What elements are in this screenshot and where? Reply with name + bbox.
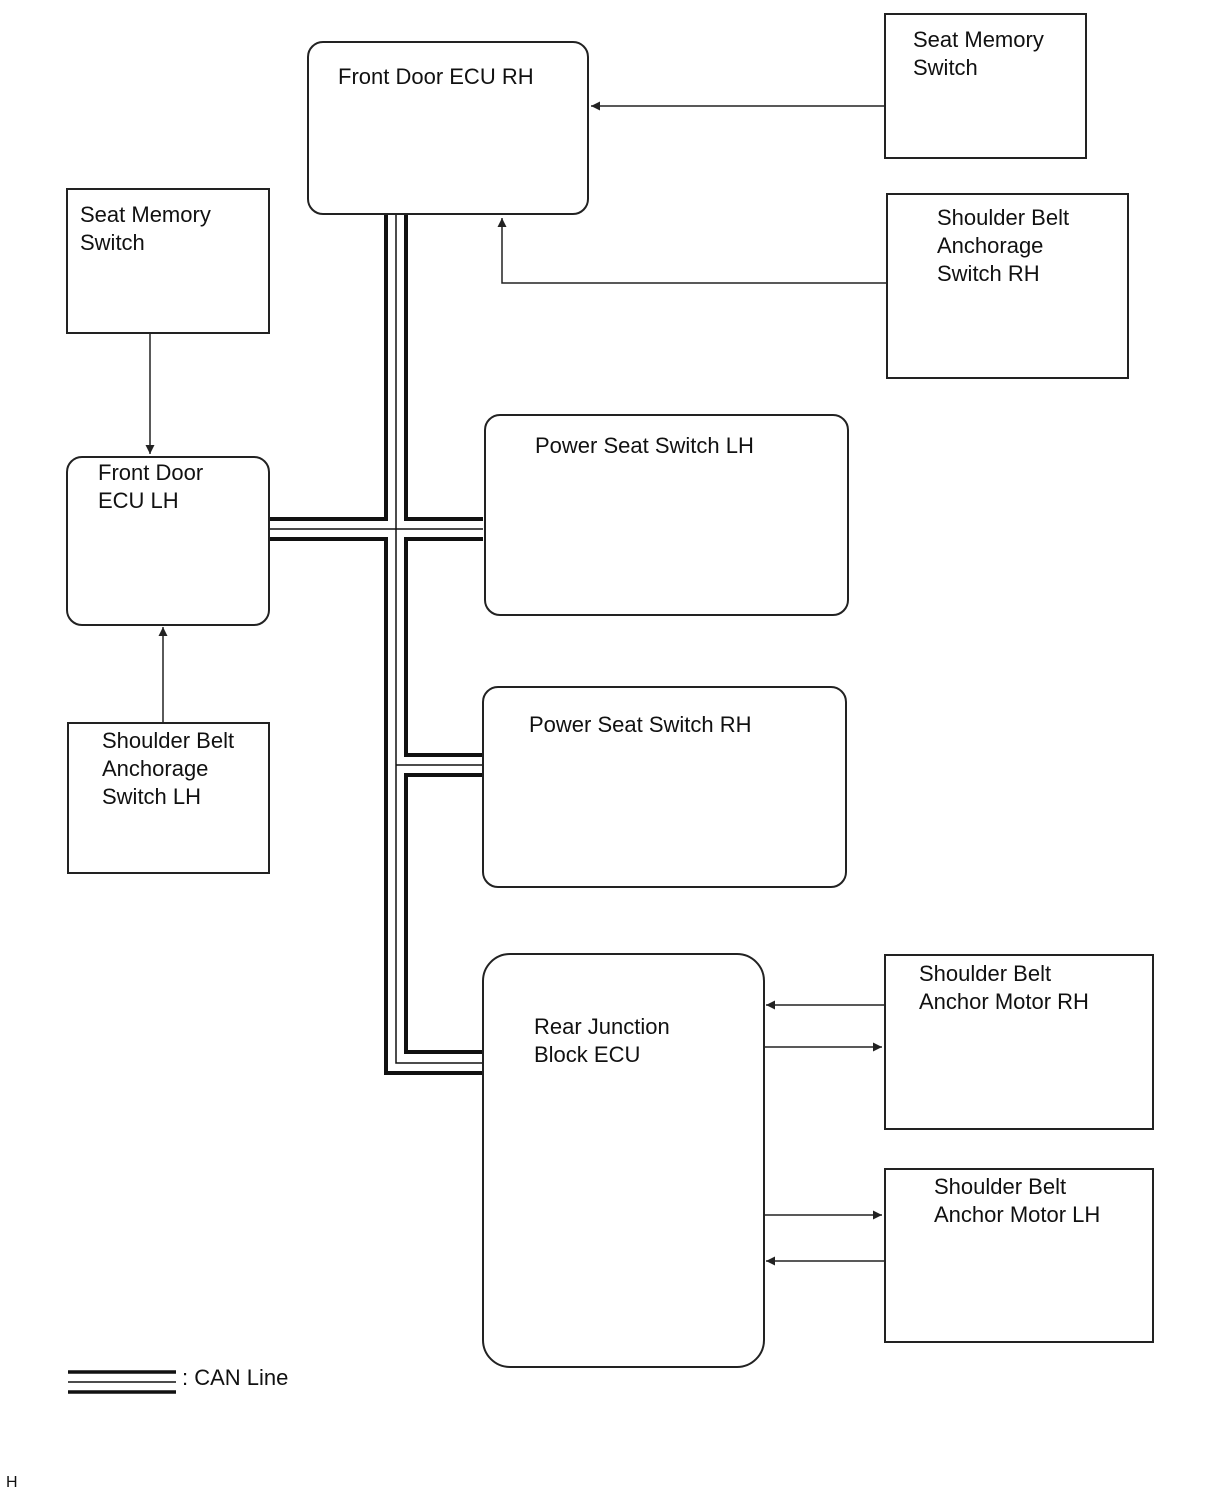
front-door-ecu-lh-box: Front Door ECU LH: [66, 456, 270, 626]
power-seat-switch-rh-label: Power Seat Switch RH: [529, 712, 752, 737]
shoulder-belt-anchorage-switch-rh-box: Shoulder Belt Anchorage Switch RH: [886, 193, 1129, 379]
footer-mark: H: [6, 1474, 18, 1491]
front-door-ecu-rh-label: Front Door ECU RH: [338, 64, 534, 89]
can-bus: [270, 215, 483, 1075]
power-seat-switch-rh-box: Power Seat Switch RH: [482, 686, 847, 888]
front-door-ecu-rh-box: Front Door ECU RH: [307, 41, 589, 215]
arrow-anchorage-rh-to-ecu-rh: [497, 218, 886, 284]
shoulder-belt-anchorage-switch-rh-label: Shoulder Belt Anchorage Switch RH: [937, 205, 1070, 286]
seat-memory-switch-lh-box: Seat Memory Switch: [66, 188, 270, 334]
shoulder-belt-anchor-motor-rh-label: Shoulder Belt Anchor Motor RH: [919, 961, 1089, 1014]
front-door-ecu-lh-label: Front Door ECU LH: [98, 460, 204, 513]
shoulder-belt-anchor-motor-lh-label: Shoulder Belt Anchor Motor LH: [934, 1174, 1101, 1227]
seat-memory-switch-lh-label: Seat Memory Switch: [80, 202, 211, 255]
rear-junction-block-ecu-box: Rear Junction Block ECU: [482, 953, 765, 1368]
rear-junction-block-ecu-label: Rear Junction Block ECU: [534, 1014, 670, 1067]
signal-arrows: [145, 101, 886, 1266]
power-seat-switch-lh-label: Power Seat Switch LH: [535, 433, 754, 458]
shoulder-belt-anchor-motor-lh-box: Shoulder Belt Anchor Motor LH: [884, 1168, 1154, 1343]
seat-memory-switch-rh-label: Seat Memory Switch: [913, 27, 1044, 80]
seat-memory-switch-rh-box: Seat Memory Switch: [884, 13, 1087, 159]
shoulder-belt-anchorage-switch-lh-label: Shoulder Belt Anchorage Switch LH: [102, 728, 235, 809]
power-seat-switch-lh-box: Power Seat Switch LH: [484, 414, 849, 616]
legend-can-line-label: : CAN Line: [182, 1365, 289, 1390]
legend-can-line-swatch: [68, 1370, 176, 1394]
shoulder-belt-anchorage-switch-lh-box: Shoulder Belt Anchorage Switch LH: [67, 722, 270, 874]
shoulder-belt-anchor-motor-rh-box: Shoulder Belt Anchor Motor RH: [884, 954, 1154, 1130]
